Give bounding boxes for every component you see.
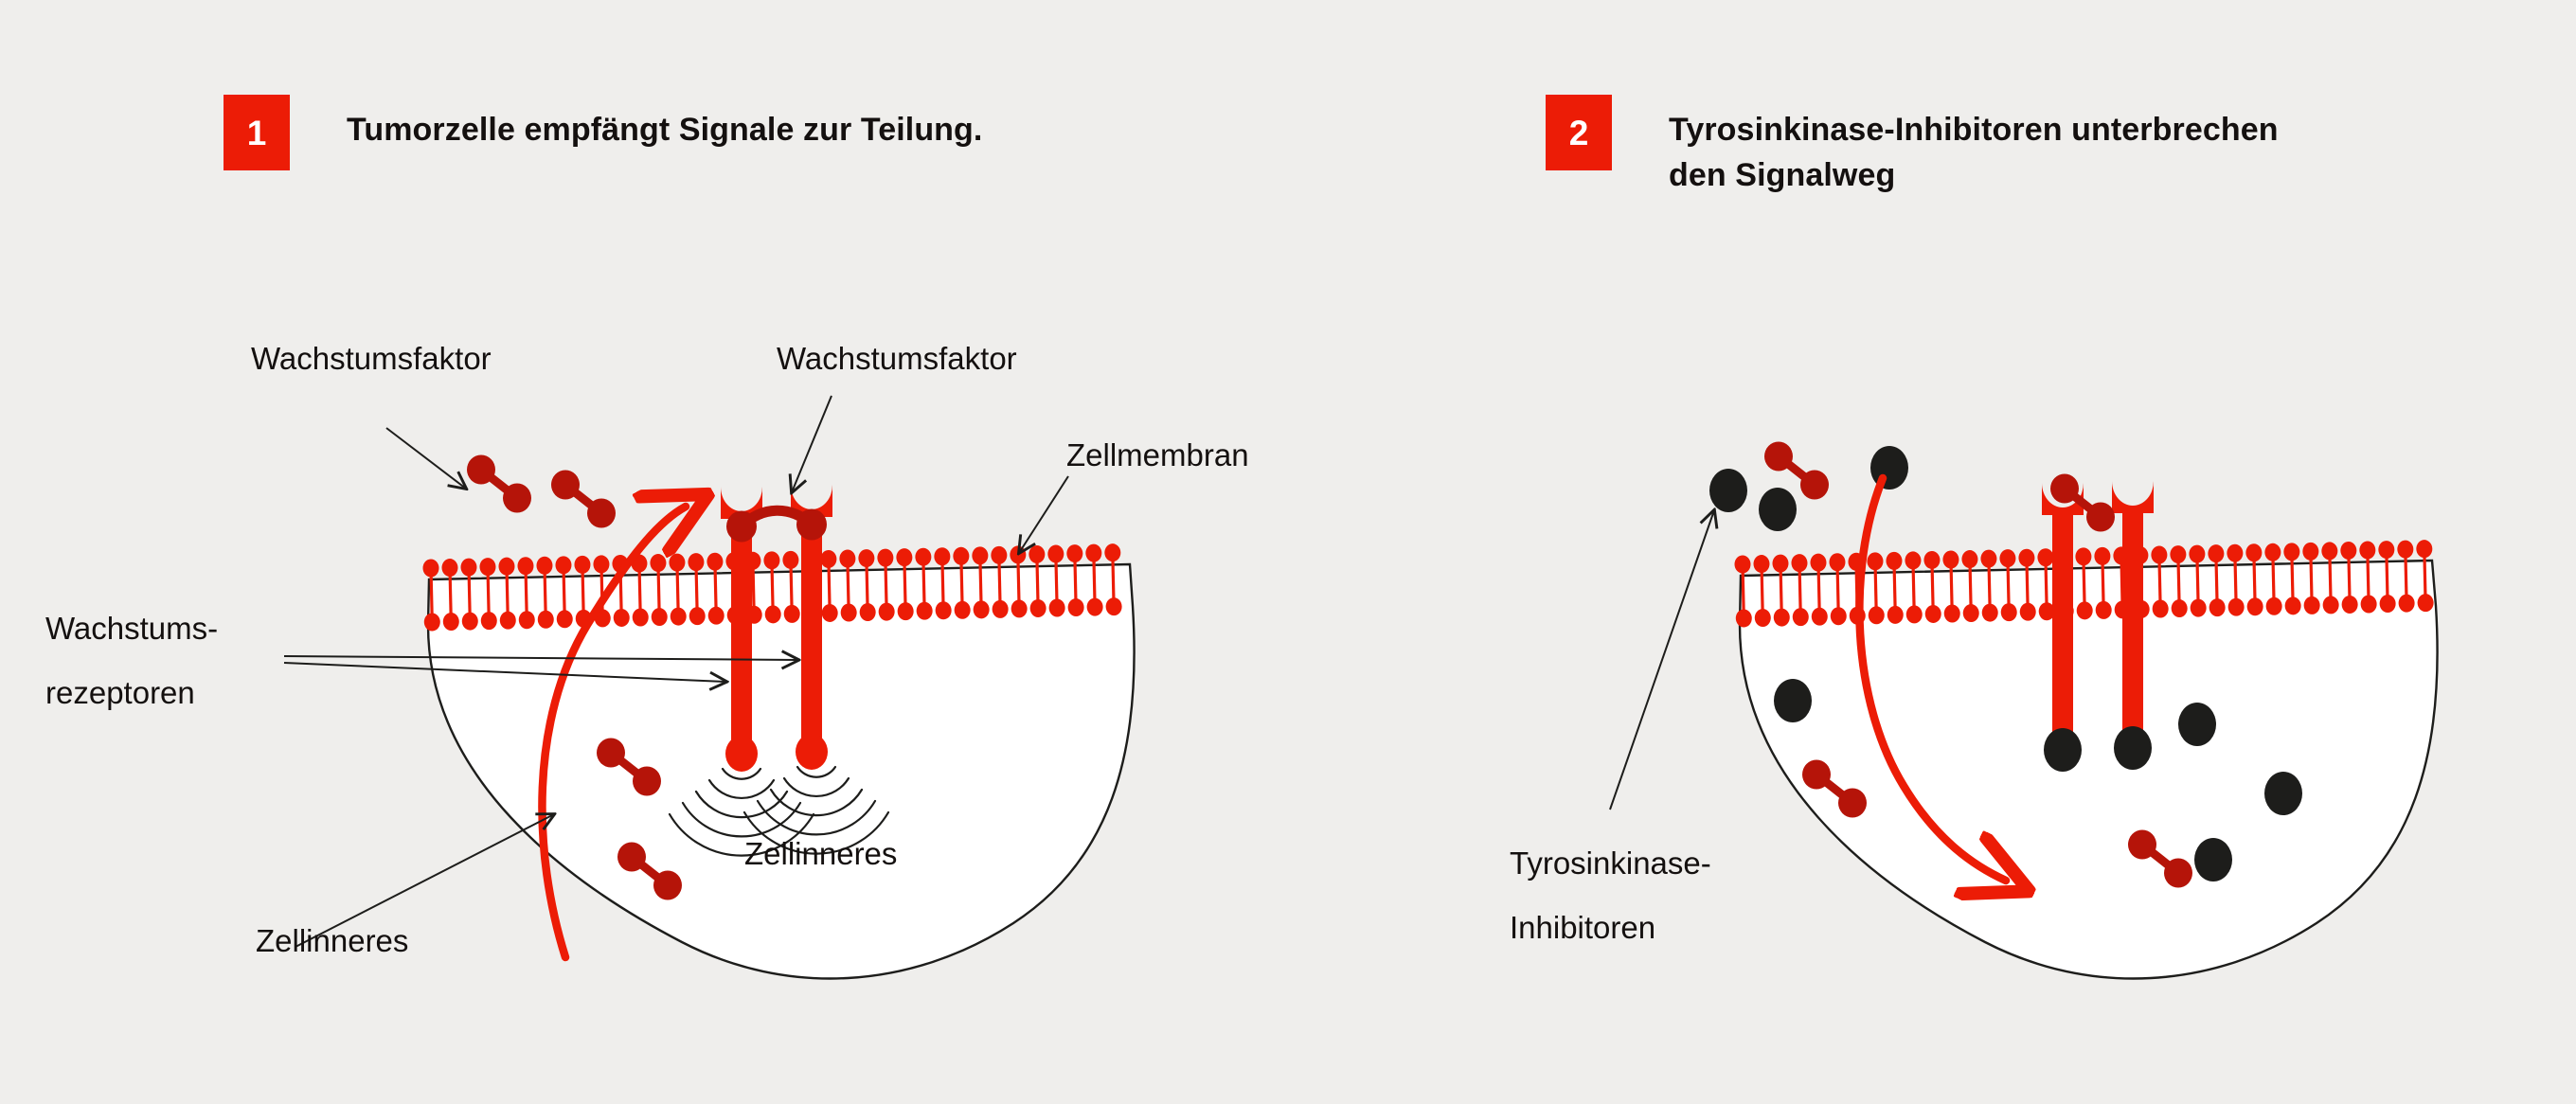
panel-1-heading-line-1: Tumorzelle empfängt Signale zur Teilung. [347, 112, 983, 148]
leader-tki-inhibitors [1609, 510, 1714, 810]
inhibitor-inside-2d [2194, 838, 2232, 881]
panel-2-badge: 2 [1546, 95, 1612, 170]
inhibitor-inside-2c [2264, 772, 2302, 815]
label-growth-factor-left-text: Wachstumsfaktor [251, 341, 492, 376]
panel-1-badge-number: 1 [246, 113, 267, 152]
cell-body-outline-1 [426, 562, 1136, 980]
panel-1-badge: 1 [224, 95, 290, 170]
label-growth-factor-bound-text: Wachstumsfaktor [777, 341, 1017, 376]
panel-2-illustration [1609, 442, 2439, 980]
bound-growth-factor-1 [726, 505, 827, 543]
cell-body-outline-2 [1738, 559, 2439, 980]
leader-cell-membrane [1019, 475, 1069, 553]
panel-2-heading-line-2: den Signalweg [1669, 157, 1896, 194]
label-growth-factor-bound: Wachstumsfaktor [777, 341, 1017, 377]
label-growth-factor-left: Wachstumsfaktor [251, 341, 492, 377]
signal-flow-arrow-1 [538, 507, 686, 962]
growth-factor-free-1b [551, 471, 616, 528]
panel-2-badge-number: 2 [1568, 113, 1589, 152]
label-tki-inhibitors: Tyrosinkinase- Inhibitoren [1510, 831, 1711, 959]
panel-2-heading-line-1: Tyrosinkinase-Inhibitoren unterbrechen [1669, 112, 2279, 148]
receptor-1a [721, 487, 762, 772]
label-growth-receptors-line-2: rezeptoren [45, 674, 195, 710]
leader-growth-factor-bound [792, 395, 832, 492]
label-tki-inhibitors-line-2: Inhibitoren [1510, 909, 1656, 945]
label-cell-interior-inline: Zellinneres [744, 836, 897, 872]
leader-growth-receptors-b [283, 662, 726, 682]
label-growth-receptors: Wachstums- rezeptoren [45, 597, 218, 724]
label-cell-interior-callout-text: Zellinneres [256, 923, 409, 958]
label-cell-interior-callout: Zellinneres [256, 923, 408, 959]
panel-2-heading: Tyrosinkinase-Inhibitoren unterbrechen d… [1669, 107, 2521, 199]
panel-1-illustration [283, 395, 1136, 980]
label-cell-membrane-text: Zellmembran [1066, 437, 1249, 472]
leader-cell-interior-1 [295, 814, 554, 948]
panel-1-heading: Tumorzelle empfängt Signale zur Teilung. [347, 107, 1388, 152]
receptor-2a [2042, 483, 2084, 772]
receptor-2b [2112, 481, 2154, 770]
inhibitor-inside-2b [2178, 703, 2216, 746]
inhibitor-outside-2c [1870, 446, 1908, 490]
label-cell-membrane: Zellmembran [1066, 437, 1249, 473]
signal-flow-arrow-2 [1855, 473, 2006, 881]
inhibitor-inside-2a [1774, 679, 1812, 722]
label-tki-inhibitors-line-1: Tyrosinkinase- [1510, 846, 1711, 881]
leader-growth-receptors-a [283, 656, 798, 660]
leader-growth-factor-left [385, 427, 466, 489]
label-growth-receptors-line-1: Wachstums- [45, 611, 219, 646]
receptor-1b [791, 485, 832, 770]
inhibitor-outside-2b [1759, 488, 1797, 531]
growth-factor-free-1a [467, 455, 531, 513]
label-cell-interior-inline-text: Zellinneres [744, 836, 898, 871]
inhibitor-outside-2a [1709, 469, 1747, 512]
